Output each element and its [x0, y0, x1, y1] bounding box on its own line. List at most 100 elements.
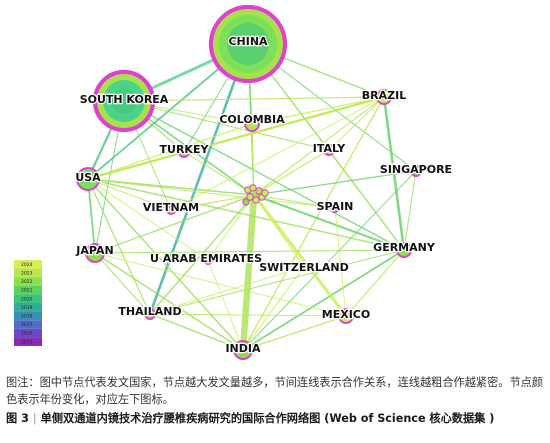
edge-uae-hub [207, 194, 255, 261]
node-usa [76, 167, 100, 191]
legend-year-label: 2024 [21, 262, 33, 268]
node-label-germany: GERMANY [373, 241, 436, 254]
edge-brazil-india [242, 96, 385, 351]
legend-swatch [14, 285, 42, 295]
node-label-singapore: SINGAPORE [380, 163, 452, 176]
edge-brazil-colombia [251, 96, 385, 125]
node-brazil [376, 89, 392, 105]
node-label-brazil: BRAZIL [362, 89, 406, 102]
figure-number: 图 3 [6, 412, 29, 425]
edge-india-uae [207, 259, 244, 351]
node-label-italy: ITALY [313, 142, 347, 155]
figure-caption: 图注：图中节点代表发文国家，节点越大发文量越多，节间连线表示合作关系，连线越粗合… [6, 374, 546, 427]
node-uae [203, 255, 213, 265]
node-label-switzerland: SWITZERLAND [259, 261, 348, 274]
legend-year-label: 2021 [21, 288, 33, 294]
node-colombia [244, 116, 260, 132]
edge-brazil-hub [253, 96, 385, 196]
edge-japan-india [94, 252, 244, 351]
edge-mexico-spain [334, 207, 347, 317]
edge-vietnam-hub [170, 194, 255, 211]
label-layer: CHINA SOUTH KOREA BRAZIL COLOMBIA TURKEY ITAL… [74, 34, 453, 356]
node-label-turkey: TURKEY [160, 143, 210, 156]
node-label-japan: JAPAN [75, 244, 113, 257]
edge-usa-japan [87, 178, 96, 254]
edge-japan-mexico [94, 252, 347, 317]
node-vietnam [166, 205, 176, 215]
node-label-colombia: COLOMBIA [219, 113, 285, 126]
cluster-node [255, 187, 263, 195]
node-spain [330, 203, 340, 213]
edge-singapore-germany [403, 170, 417, 251]
legend-swatch [14, 320, 42, 329]
legend-swatch [14, 268, 42, 278]
node-india [233, 340, 253, 360]
legend-swatch [14, 260, 42, 269]
caption-note: 图注：图中节点代表发文国家，节点越大发文量越多，节间连线表示合作关系，连线越粗合… [6, 376, 544, 406]
node-south-korea [92, 69, 156, 133]
cluster-node [252, 196, 260, 204]
node-china [208, 4, 288, 84]
edge-brazil-turkey [183, 96, 385, 153]
node-japan [85, 243, 105, 263]
caption-title: 图 3|单侧双通道内镜技术治疗腰椎疾病研究的国际合作网络图 (Web of Sc… [6, 410, 546, 427]
edge-italy-hub [253, 149, 330, 196]
node-label-thailand: THAILAND [118, 305, 181, 318]
legend-year-label: 2017 [21, 322, 33, 328]
legend-year-label: 2015 [21, 339, 33, 345]
edge-colombia-usa [87, 123, 253, 180]
node-layer [76, 4, 422, 360]
node-label-mexico: MEXICO [322, 308, 370, 321]
edge-india-hub [239, 191, 258, 354]
legend-swatch [14, 328, 42, 338]
edge-germany-mexico [345, 249, 405, 317]
node-switzerland [299, 262, 309, 272]
legend-swatch [14, 277, 42, 286]
legend-year-label: 2018 [21, 314, 33, 320]
node-label-uae: U ARAB EMIRATES [150, 252, 262, 265]
node-singapore [410, 165, 422, 177]
edge-singapore-hub [253, 170, 417, 196]
edge-usa-hub [87, 178, 255, 196]
node-label-india: INDIA [225, 342, 261, 355]
node-label-china: CHINA [228, 35, 268, 48]
cluster-node [249, 184, 257, 192]
edge-usa-uae [87, 178, 209, 261]
edge-colombia-hub [251, 123, 255, 196]
node-italy [323, 144, 335, 156]
edge-mexico-hub [252, 193, 348, 318]
edge-japan-thailand [94, 252, 151, 315]
node-turkey [178, 146, 190, 158]
edge-brazil-germany [382, 95, 406, 252]
legend-swatch [14, 303, 42, 312]
edge-south_korea-germany [123, 100, 405, 251]
edge-germany-hub [253, 194, 405, 251]
edge-mexico-india [242, 315, 347, 351]
node-mexico [338, 308, 354, 324]
legend-year-label: 2019 [21, 305, 33, 311]
edge-south_korea-brazil [123, 96, 385, 102]
legend-year-label: 2020 [21, 296, 33, 302]
cluster-node [261, 189, 269, 197]
edge-japan-hub [94, 194, 255, 254]
legend-year-label: 2022 [21, 279, 33, 285]
edge-germany-india [242, 249, 405, 351]
collaboration-network: CHINA SOUTH KOREA BRAZIL COLOMBIA TURKEY ITAL… [14, 4, 453, 360]
cluster-node [242, 198, 250, 206]
node-germany [396, 242, 412, 258]
edge-usa-vietnam [87, 178, 172, 211]
legend-swatch [14, 294, 42, 303]
edge-south_korea-italy [123, 100, 330, 151]
node-thailand [144, 308, 156, 320]
node-label-vietnam: VIETNAM [143, 201, 199, 214]
edge-spain-hub [253, 194, 336, 209]
edge-thailand-india [149, 313, 244, 351]
edge-usa-spain [87, 178, 336, 209]
edge-thailand-hub [149, 194, 255, 315]
node-label-south-korea: SOUTH KOREA [80, 93, 169, 106]
edge-germany-thailand [149, 249, 405, 315]
node-label-spain: SPAIN [317, 200, 354, 213]
legend-year-label: 2023 [21, 271, 33, 277]
edge-usa-india [87, 178, 244, 351]
